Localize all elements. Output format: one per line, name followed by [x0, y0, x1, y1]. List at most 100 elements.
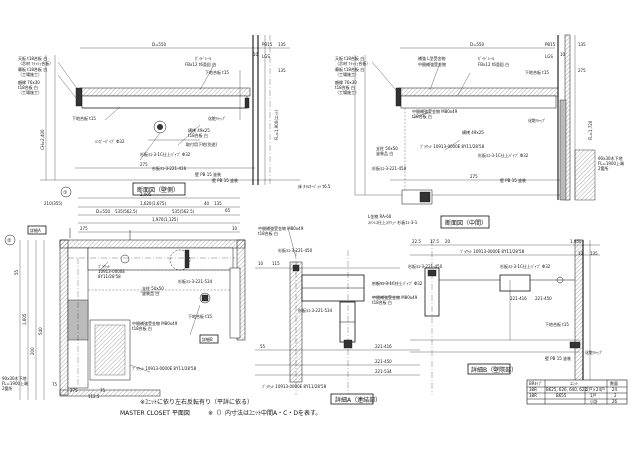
plan-label-12: 2箇所	[2, 385, 13, 391]
da-label-2: 杉板ﾖｺ-3-221-450	[278, 247, 313, 253]
detail-a-tag-frame	[27, 225, 47, 235]
plan-dim-3: 535(562.5)	[172, 209, 195, 214]
ss-label-4: 額縁 76x30	[18, 79, 40, 85]
ss-label-7: ｶﾞｲﾄﾞﾚｰﾙ	[195, 56, 211, 61]
da-label-1: t18合板 白	[258, 230, 278, 236]
da-dim-4: 221-450	[375, 359, 392, 364]
table-r2-c2: 小計	[590, 398, 598, 404]
plan-label-11: FL=1900上端	[2, 380, 28, 386]
ss-dim-135b: 135	[278, 68, 286, 73]
plan-dim-5: D=550	[96, 209, 111, 214]
ss-dim-ch: CH=2,400	[40, 129, 45, 150]
sm-label-23: 2箇所	[598, 165, 609, 171]
plan-dim-14: 200	[30, 347, 35, 355]
sm-label-17: 塗装品 白	[376, 150, 393, 156]
table-r0-c1: B625, 626, 640, 622	[546, 387, 587, 392]
table-header-type: BRﾀｲﾌﾟ	[529, 380, 543, 386]
table-r1-c0: 38R	[529, 393, 537, 398]
detail-a-title: 詳細A（連結部）	[335, 396, 381, 404]
table-r0-c3: 24	[612, 387, 618, 392]
sm-label-15: ﾌﾞﾗｹｯﾄ 10913-0000E 8Y11/28'58	[420, 144, 485, 149]
da-dim-2: 55	[260, 344, 266, 349]
db-label-2: 杉板ﾖｺ-3-1C仕上ﾊﾟｲﾌﾟ Φ32	[500, 263, 551, 269]
plan-dim-15: 540	[38, 327, 43, 335]
callout-label-1: ①	[63, 190, 68, 196]
plan-dim-2: 535(562.5)	[115, 209, 138, 214]
ss-label-17: 杉板ﾖｺ-3-221-416	[152, 165, 187, 171]
unit-note: ※ﾕﾆｯﾄに依り左右反転有り（平詳に依る）	[140, 398, 253, 406]
unit-table	[526, 379, 628, 405]
da-label-3: 杉板ﾖｺ-3-221-534	[298, 307, 333, 313]
plan-dim-18: 75	[100, 388, 106, 393]
sm-label-7: 補強 L型受金物	[418, 55, 446, 61]
plan-dim-17: 275	[70, 388, 78, 393]
db-dim-1: 17.5	[430, 239, 439, 244]
plan-label-6: 中間補強受金物 M80x49	[132, 320, 178, 326]
ss-dim-pb: PB15	[262, 42, 273, 47]
plan-dim-7: 40	[204, 201, 210, 206]
db-dim-4: 221-416	[510, 296, 527, 301]
sm-dim-275: 275	[578, 68, 586, 73]
ss-dim-275: 275	[140, 162, 148, 167]
section-mid-title: 断面図（中間）	[445, 219, 487, 227]
sm-label-2: 幕板 t18合板 白	[335, 66, 364, 72]
plan-note: ※（）内寸法はﾕﾆｯﾄ中間A・C・Dを表す。	[208, 409, 321, 417]
sm-label-21: 90x30木下地	[598, 155, 623, 161]
section-side-drawing	[40, 35, 300, 185]
plan-title: MASTER CLOSET 平面図	[120, 410, 190, 417]
callout-circle-2	[4, 234, 16, 246]
ss-dim-lgs: LGS	[262, 54, 270, 59]
da-dim-1: 115	[272, 261, 280, 266]
plan-dim-16: 75	[52, 382, 58, 387]
ss-dim-d: D=550	[152, 42, 167, 47]
table-r0-c2: 2戸×24戸	[586, 387, 605, 392]
section-mid-title-frame	[440, 215, 490, 229]
plan-label-10: 90x30木下地	[2, 375, 27, 381]
sm-dim-fl: FL=1,720	[588, 120, 593, 140]
plan-dim-19: 112.5	[88, 394, 100, 399]
detail-b-title: 詳細B（壁際部）	[471, 366, 517, 374]
da-label-4: 杉板ﾖｺ-3-1C仕上ﾊﾟｲﾌﾟ Φ32	[372, 280, 423, 286]
ss-label-9: 下地合板 t15	[205, 69, 229, 75]
sm-label-25: 床 ﾀｲﾙｶｰﾍﾟｯﾄ t6.5	[298, 183, 331, 189]
plan-dim-11: 10	[232, 226, 238, 231]
ss-label-16: 杉板ﾖｺ-3-1C仕上ﾊﾟｲﾌﾟ Φ32	[140, 151, 191, 157]
detail-a-drawing	[255, 227, 420, 395]
section-side-title: 断面図（壁側）	[137, 186, 179, 194]
db-label-3: 下地合板 t15	[545, 321, 569, 327]
ss-label-3: （工場施工）	[18, 71, 42, 77]
da-dim-5: 221-534	[375, 369, 392, 374]
ss-label-15: t18合板 白	[188, 132, 208, 138]
table-header-unit: ﾕﾆｯﾄ	[570, 381, 578, 386]
sm-label-20: 杉板ﾖｺ-3-1C仕上ﾊﾟｲﾌﾟ Φ32	[478, 152, 529, 158]
callout-circle-1	[60, 186, 72, 198]
plan-label-5: 塗装品 白	[142, 290, 159, 296]
sm-dim-275b: 275	[470, 174, 478, 179]
section-mid-drawing	[354, 34, 596, 205]
sm-label-0: 天板 t18合板 白	[335, 55, 364, 61]
sm-label-14: t18合板 白	[412, 113, 432, 119]
ss-dim-fl: FL=1,900(ﾕﾆｯﾄ)	[274, 109, 279, 140]
ss-label-1: （芯材 ﾌﾗｯｼｭ合板）	[18, 60, 53, 66]
detail-b-drawing	[410, 239, 600, 395]
detail-b-title-frame	[467, 363, 511, 375]
plan-label-14: 下地合板 t15	[188, 313, 212, 319]
sm-label-10: FBx12 t6亜鉛 白	[478, 61, 509, 67]
detail-a-title-frame	[330, 393, 374, 405]
sm-label-27: ｽﾃﾝﾚｽ仕上ｽｸﾘｭｰ 杉板ﾖｺ-3-1	[368, 219, 418, 225]
da-label-7: ﾌﾞﾗｹｯﾄ 10913-0000E 8Y11/28'58	[262, 384, 327, 389]
sm-label-16: 支柱 50x50	[376, 145, 398, 151]
sm-label-22: FL=1900上端	[598, 160, 624, 166]
db-label-0: ﾌﾞﾗｹｯﾄ 10913-0000E 8Y11/28'58	[460, 249, 525, 254]
plan-label-9: 詳細B	[202, 336, 213, 342]
sm-label-9: ｶﾞｲﾄﾞﾚｰﾙ	[478, 56, 494, 61]
ss-label-12: ﾊﾝｶﾞｰﾊﾟｲﾌﾟ Φ32	[95, 138, 125, 144]
sm-label-11: 下地合板 t15	[525, 69, 549, 75]
db-dim-3: 1,950	[570, 239, 582, 244]
sm-dim-135: 135	[578, 42, 586, 47]
da-label-5: 中間補強受金物 M80x49	[372, 294, 418, 300]
sm-label-18: 杉板ﾖｺ-3-221-450	[372, 165, 407, 171]
plan-label-8: ﾌﾞﾗｹｯﾄ 10913-0000E 8Y11/28'58	[132, 366, 197, 371]
ss-label-13: 取付用下地(別途)	[186, 141, 218, 147]
